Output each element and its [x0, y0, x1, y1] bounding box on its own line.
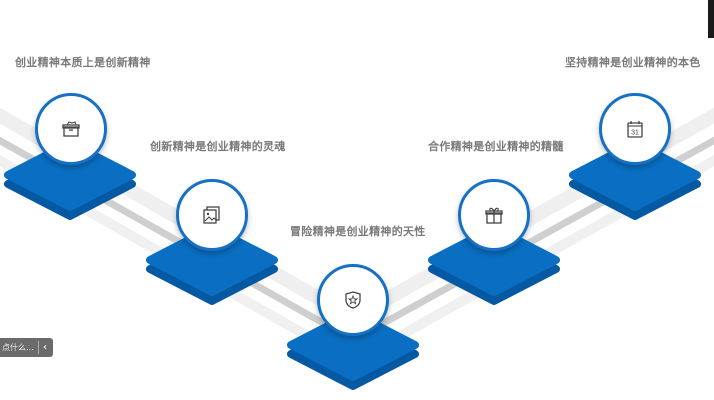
window-edge: [708, 0, 714, 38]
step-label-5: 坚持精神是创业精神的本色: [565, 56, 701, 69]
gift-icon: [485, 207, 503, 224]
step-circle-4: [458, 179, 530, 251]
shield-star-icon: [345, 291, 361, 309]
toolbar-input[interactable]: 点什么...: [2, 343, 34, 352]
step-circle-3: [317, 264, 389, 336]
step-label-4: 合作精神是创业精神的精髓: [428, 140, 564, 153]
step-label-3: 冒险精神是创业精神的天性: [290, 225, 426, 238]
images-icon: [203, 206, 220, 224]
calendar-day: 31: [631, 130, 639, 137]
toolbar-divider: [38, 341, 39, 354]
step-circle-2: [176, 179, 248, 251]
step-label-1: 创业精神本质上是创新精神: [15, 56, 151, 69]
floating-toolbar: 点什么... ‹: [0, 338, 53, 357]
chevron-left-icon[interactable]: ‹: [43, 342, 48, 353]
step-label-2: 创新精神是创业精神的灵魂: [150, 140, 286, 153]
step-circle-1: [35, 93, 107, 165]
step-circle-5: 31: [599, 93, 671, 165]
archive-box-icon: [62, 121, 80, 137]
calendar-icon: 31: [627, 121, 643, 138]
